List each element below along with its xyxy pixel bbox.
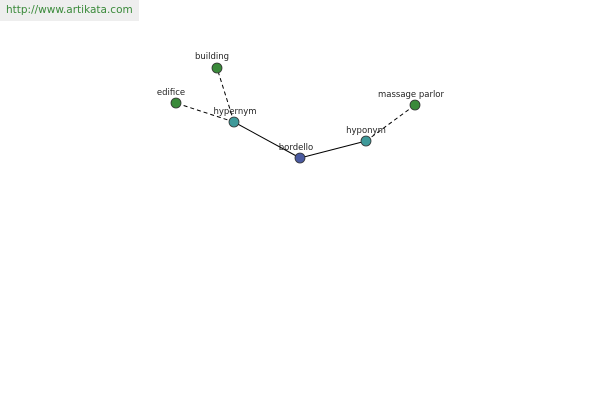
node-circle-building[interactable] — [211, 62, 223, 74]
node-label-edifice[interactable]: edifice — [157, 88, 185, 98]
node-label-building[interactable]: building — [195, 52, 229, 62]
node-label-massage-parlor[interactable]: massage parlor — [378, 90, 445, 100]
node-bordello[interactable]: bordello — [279, 143, 314, 164]
node-edifice[interactable]: edifice — [157, 88, 185, 109]
node-hypernym[interactable]: hypernym — [213, 107, 257, 128]
node-circle-edifice[interactable] — [170, 97, 182, 109]
graph-nodes: bordello hypernym hyponym building edifice ma… — [157, 52, 445, 164]
site-watermark[interactable]: http://www.artikata.com — [0, 0, 139, 21]
node-building[interactable]: building — [195, 52, 229, 74]
node-label-hyponym[interactable]: hyponym — [346, 126, 386, 136]
node-circle-massage-parlor[interactable] — [409, 99, 421, 111]
edge-hypernym-to-building — [216, 67, 235, 123]
node-massage-parlor[interactable]: massage parlor — [378, 90, 445, 111]
edge-hyponym-to-massage-parlor — [365, 104, 416, 142]
node-circle-bordello[interactable] — [294, 152, 306, 164]
node-circle-hyponym[interactable] — [360, 135, 372, 147]
edge-bordello-to-hyponym — [299, 140, 367, 159]
edge-bordello-to-hypernym — [233, 121, 301, 159]
graph-edges — [175, 67, 416, 159]
node-circle-hypernym[interactable] — [228, 116, 240, 128]
edge-hypernym-to-edifice — [175, 102, 235, 123]
node-label-bordello[interactable]: bordello — [279, 143, 314, 153]
node-label-hypernym[interactable]: hypernym — [213, 107, 256, 117]
node-hyponym[interactable]: hyponym — [346, 126, 386, 147]
